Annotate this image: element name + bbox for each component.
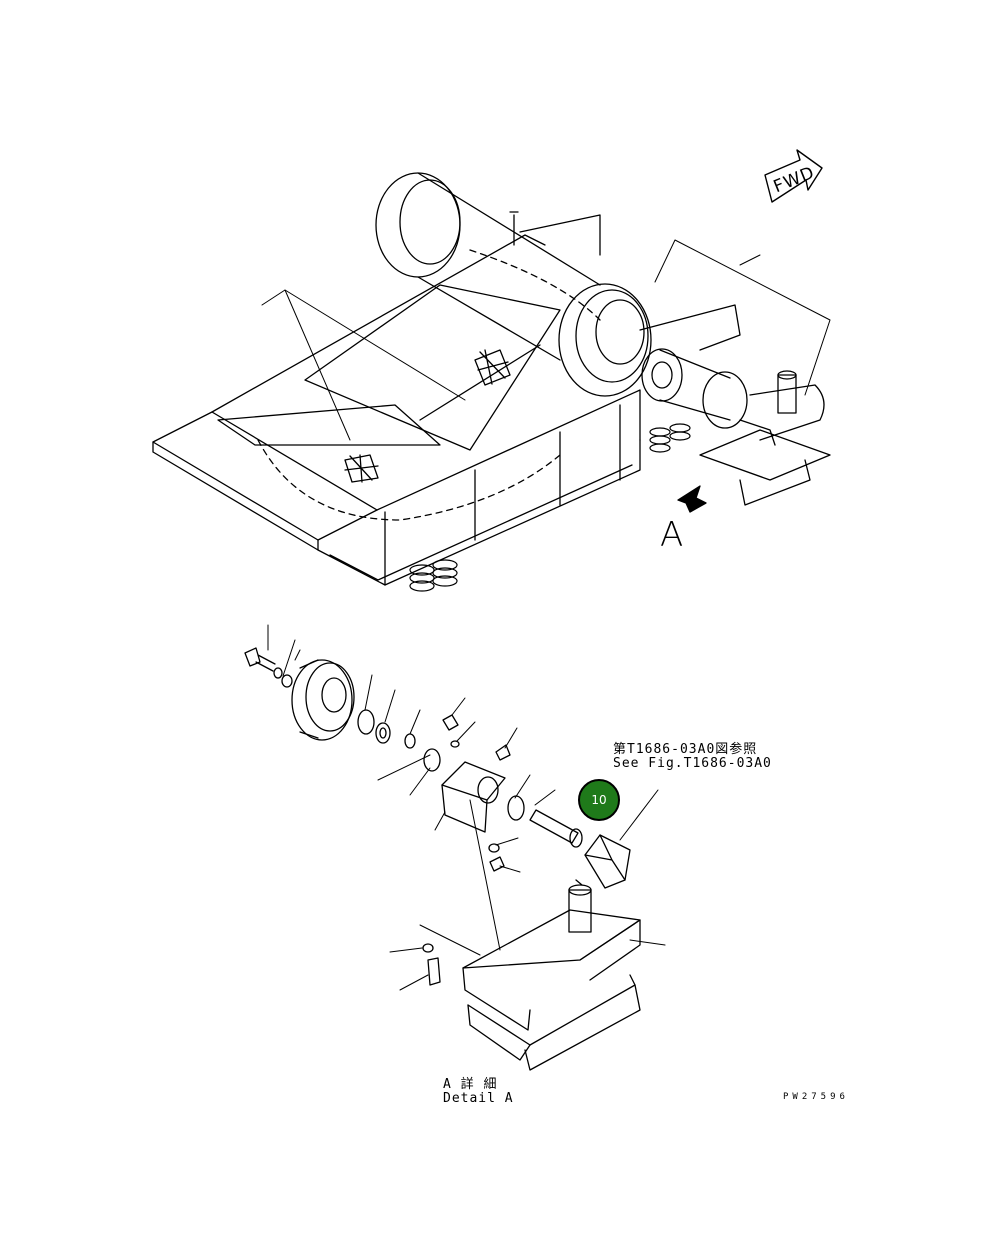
drawing-number: PW27596	[783, 1092, 849, 1102]
main-frame-assembly	[152, 149, 831, 592]
exploded-components	[244, 624, 666, 1071]
detail-label-jp: A 詳 細	[443, 1077, 498, 1092]
reference-label-en: See Fig.T1686-03A0	[613, 756, 772, 771]
reference-label-jp: 第T1686-03A0図参照	[613, 742, 758, 757]
part-callout-10[interactable]: 10	[578, 779, 620, 821]
detail-label-en: Detail A	[443, 1091, 514, 1106]
part-callout-number: 10	[591, 793, 607, 807]
view-a-marker: A	[660, 515, 684, 555]
